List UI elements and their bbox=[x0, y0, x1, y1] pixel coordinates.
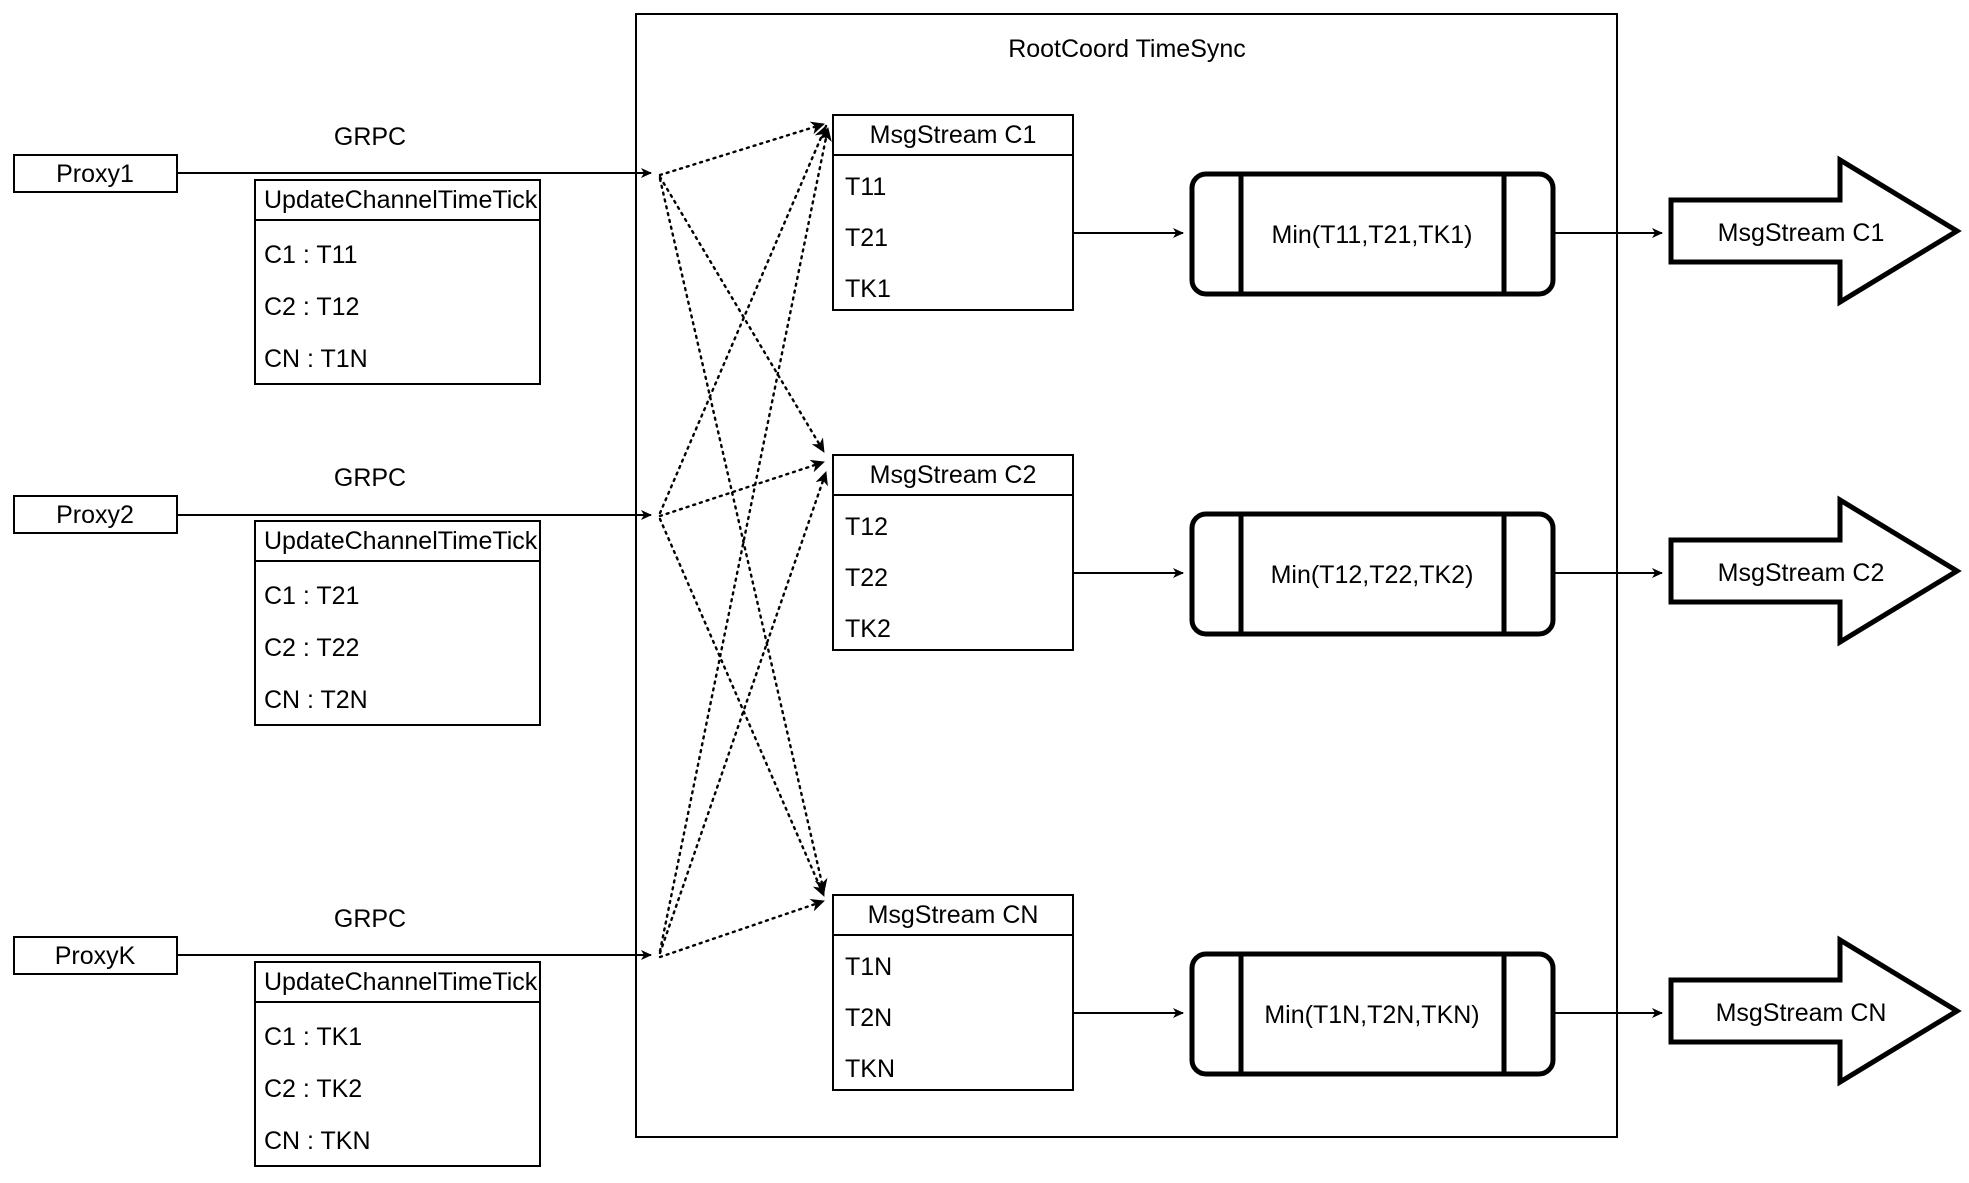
msgstream-cn-row-2: TKN bbox=[845, 1055, 895, 1083]
output-msgstream-c2[interactable]: MsgStream C2 bbox=[1668, 495, 1962, 647]
msgstream-c2-header: MsgStream C2 bbox=[870, 461, 1037, 489]
proxyk-label: ProxyK bbox=[55, 942, 136, 970]
proxyk-timetick-table: UpdateChannelTimeTick C1 : TK1 C2 : TK2 … bbox=[254, 961, 541, 1167]
msgstream-c1-row-0: T11 bbox=[845, 173, 886, 201]
dispatch-p2-cn bbox=[658, 517, 826, 898]
grpc-label-k: GRPC bbox=[334, 905, 406, 933]
msgstream-c1-row-1: T21 bbox=[845, 224, 888, 252]
min-process-c1[interactable]: Min(T11,T21,TK1) bbox=[1189, 171, 1556, 297]
dispatch-p1-c2 bbox=[658, 175, 826, 454]
msgstream-c2-box[interactable]: MsgStream C2 T12 T22 TK2 bbox=[832, 454, 1074, 651]
dispatch-p1-cn bbox=[658, 177, 828, 894]
output-msgstream-c1-label: MsgStream C1 bbox=[1718, 219, 1885, 247]
proxy2-label: Proxy2 bbox=[56, 501, 134, 529]
output-msgstream-c1[interactable]: MsgStream C1 bbox=[1668, 155, 1962, 307]
dispatch-p2-c1 bbox=[658, 124, 828, 515]
proxy2-table-row-2: CN : T2N bbox=[264, 686, 368, 714]
channel-row-n: MsgStream CN T1N T2N TKN Min(T1N,T2N,TKN… bbox=[832, 894, 1962, 1091]
msgstream-cn-box[interactable]: MsgStream CN T1N T2N TKN bbox=[832, 894, 1074, 1091]
proxy-row-k: GRPC ProxyK UpdateChannelTimeTick C1 : T… bbox=[13, 905, 652, 1167]
msgstream-c1-row-2: TK1 bbox=[845, 275, 891, 303]
grpc-label-2: GRPC bbox=[334, 464, 406, 492]
proxy1-table-row-1: C2 : T12 bbox=[264, 293, 359, 321]
proxy1-label: Proxy1 bbox=[56, 160, 134, 188]
output-msgstream-c2-label: MsgStream C2 bbox=[1718, 559, 1885, 587]
proxy2-table-header: UpdateChannelTimeTick bbox=[264, 527, 538, 555]
proxy2-table-row-0: C1 : T21 bbox=[264, 582, 359, 610]
msgstream-cn-row-1: T2N bbox=[845, 1004, 892, 1032]
msgstream-c1-box[interactable]: MsgStream C1 T11 T21 TK1 bbox=[832, 114, 1074, 311]
msgstream-c2-row-1: T22 bbox=[845, 564, 888, 592]
channel-row-2: MsgStream C2 T12 T22 TK2 Min(T12,T22,TK2… bbox=[832, 454, 1962, 651]
dispatch-pk-c2 bbox=[658, 470, 828, 955]
dispatch-p1-c1 bbox=[658, 121, 826, 177]
proxy-row-1: GRPC Proxy1 UpdateChannelTimeTick C1 : T… bbox=[13, 123, 652, 385]
proxyk-table-header: UpdateChannelTimeTick bbox=[264, 968, 538, 996]
proxyk-table-row-2: CN : TKN bbox=[264, 1127, 371, 1155]
proxy2-timetick-table: UpdateChannelTimeTick C1 : T21 C2 : T22 … bbox=[254, 520, 541, 726]
dispatch-pk-cn bbox=[658, 899, 826, 959]
proxy1-table-row-2: CN : T1N bbox=[264, 345, 368, 373]
channel-row-1: MsgStream C1 T11 T21 TK1 Min(T11,T21,TK1… bbox=[832, 114, 1962, 311]
msgstream-cn-row-0: T1N bbox=[845, 953, 892, 981]
min-process-c2[interactable]: Min(T12,T22,TK2) bbox=[1189, 511, 1556, 637]
msgstream-c1-header: MsgStream C1 bbox=[870, 121, 1037, 149]
msgstream-cn-header: MsgStream CN bbox=[868, 901, 1039, 929]
msgstream-c2-row-0: T12 bbox=[845, 513, 888, 541]
output-msgstream-cn[interactable]: MsgStream CN bbox=[1668, 935, 1962, 1087]
min-process-cn-label: Min(T1N,T2N,TKN) bbox=[1264, 1001, 1479, 1029]
timetick-dispatch-edges bbox=[658, 121, 832, 959]
proxy-row-2: GRPC Proxy2 UpdateChannelTimeTick C1 : T… bbox=[13, 464, 652, 726]
proxyk-box[interactable] bbox=[13, 936, 178, 975]
grpc-label-1: GRPC bbox=[334, 123, 406, 151]
rootcoord-timesync-container: RootCoord TimeSync bbox=[635, 13, 1618, 1138]
proxy1-box[interactable] bbox=[13, 154, 178, 193]
container-title: RootCoord TimeSync bbox=[1008, 35, 1246, 63]
min-process-c1-label: Min(T11,T21,TK1) bbox=[1272, 221, 1473, 249]
output-msgstream-cn-label: MsgStream CN bbox=[1716, 999, 1887, 1027]
proxy1-table-row-0: C1 : T11 bbox=[264, 241, 358, 269]
min-process-c2-label: Min(T12,T22,TK2) bbox=[1271, 561, 1474, 589]
proxyk-table-row-1: C2 : TK2 bbox=[264, 1075, 362, 1103]
dispatch-pk-c1 bbox=[658, 126, 832, 953]
min-process-cn[interactable]: Min(T1N,T2N,TKN) bbox=[1189, 951, 1556, 1077]
dispatch-p2-c2 bbox=[658, 459, 826, 518]
proxy2-table-row-1: C2 : T22 bbox=[264, 634, 359, 662]
proxy1-timetick-table: UpdateChannelTimeTick C1 : T11 C2 : T12 … bbox=[254, 179, 541, 385]
proxyk-table-row-0: C1 : TK1 bbox=[264, 1023, 362, 1051]
msgstream-c2-row-2: TK2 bbox=[845, 615, 891, 643]
proxy1-table-header: UpdateChannelTimeTick bbox=[264, 186, 538, 214]
